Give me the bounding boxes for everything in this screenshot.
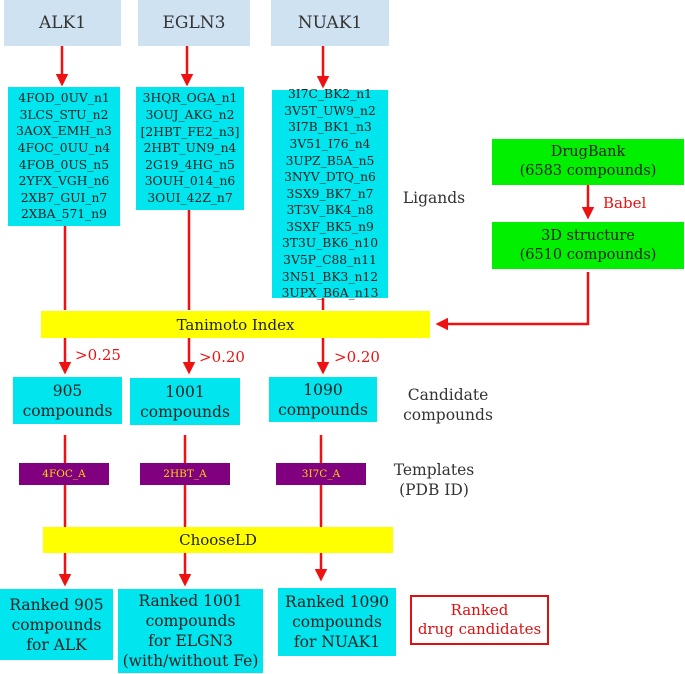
candidate-box-nuak1: 1090 compounds — [269, 377, 377, 422]
ligand-item: 3UPZ_B5A_n5 — [285, 153, 375, 168]
ranked-box-egln3: Ranked 1001 compounds for ELGN3 (with/wi… — [118, 589, 263, 673]
ligand-item: 3T3V_BK4_n8 — [286, 203, 374, 218]
candidate-count: 1090 — [303, 380, 343, 399]
ranked-line: Ranked 905 — [9, 595, 104, 614]
drugbank-count: (6583 compounds) — [519, 163, 657, 179]
ligand-item: 3SXF_BK5_n9 — [286, 219, 374, 234]
ligand-item: 3OUH_014_n6 — [144, 174, 236, 189]
ligand-item: 3OUJ_AKG_n2 — [145, 108, 235, 123]
templates-label-line: (PDB ID) — [399, 481, 469, 499]
ranked-line: compounds — [292, 613, 382, 631]
structure-3d-title: 3D structure — [541, 227, 635, 244]
candidate-unit: compounds — [278, 400, 368, 419]
ranked-line: for ELGN3 — [148, 632, 233, 650]
ligand-item: 3UPX_B6A_n13 — [281, 286, 379, 301]
ligand-item: 2HBT_UN9_n4 — [143, 141, 237, 156]
ligand-item: 2G19_4HG_n5 — [145, 157, 235, 172]
tanimoto-index-bar: Tanimoto Index — [41, 311, 430, 338]
template-alk1: 4FOC_A — [19, 463, 109, 485]
candidate-label-line: Candidate — [407, 386, 489, 404]
legend-line: drug candidates — [417, 620, 542, 638]
ranked-line: (with/without Fe) — [122, 652, 259, 670]
ranked-line: compounds — [11, 615, 102, 634]
structure-3d-count: (6510 compounds) — [519, 246, 657, 263]
target-header-egln3: EGLN3 — [138, 0, 250, 46]
ligand-item: 2XBA_571_n9 — [20, 207, 107, 222]
ligand-item: 3HQR_OGA_n1 — [142, 91, 238, 106]
ligand-item: 3V5T_UW9_n2 — [284, 103, 376, 118]
ligand-item: 3SX9_BK7_n7 — [286, 186, 374, 201]
ranked-line: compounds — [145, 612, 236, 630]
ligand-item: 3LCS_STU_n2 — [19, 107, 109, 122]
ligand-item: 3OUI_42Z_n7 — [147, 190, 233, 205]
threshold-nuak1: >0.20 — [334, 348, 380, 366]
ligand-item: 2XB7_GUI_n7 — [20, 190, 108, 205]
ranked-line: for ALK — [26, 635, 87, 654]
chooseld-bar: ChooseLD — [43, 527, 393, 553]
ligand-item: 3I7B_BK1_n3 — [288, 120, 372, 135]
ranked-drug-candidates-legend: Ranked drug candidates — [410, 595, 549, 645]
candidate-box-egln3: 1001 compounds — [130, 378, 240, 425]
templates-label: Templates (PDB ID) — [384, 460, 484, 500]
candidate-count: 1001 — [165, 382, 205, 401]
candidate-unit: compounds — [22, 401, 113, 420]
ligand-item: 4FOD_0UV_n1 — [18, 91, 110, 106]
ligand-item: 4FOC_0UU_n4 — [17, 140, 111, 155]
ligands-label: Ligands — [402, 189, 466, 207]
ligand-item: 4FOB_0US_n5 — [18, 157, 110, 172]
candidate-box-alk1: 905 compounds — [13, 377, 122, 424]
ligand-item: 3V5P_C88_n11 — [283, 253, 377, 268]
ligand-item: 2YFX_VGH_n6 — [18, 174, 110, 189]
ligand-list-nuak1: 3I7C_BK2_n1 3V5T_UW9_n2 3I7B_BK1_n3 3V51… — [272, 87, 388, 300]
legend-line: Ranked — [450, 601, 509, 619]
babel-label: Babel — [603, 194, 647, 212]
ligand-item: 3NYV_DTQ_n6 — [284, 170, 376, 185]
threshold-egln3: >0.20 — [199, 348, 245, 366]
ligand-item: 3V51_I76_n4 — [289, 136, 371, 151]
ligand-list-alk1: 4FOD_0UV_n1 3LCS_STU_n2 3AOX_EMH_n3 4FOC… — [8, 87, 120, 226]
structure-3d-box: 3D structure (6510 compounds) — [492, 222, 684, 269]
ranked-box-nuak1: Ranked 1090 compounds for NUAK1 — [278, 588, 396, 656]
candidate-unit: compounds — [140, 402, 230, 421]
ranked-box-alk1: Ranked 905 compounds for ALK — [0, 589, 113, 660]
ranked-line: Ranked 1090 — [284, 593, 390, 611]
ligand-item: 3I7C_BK2_n1 — [287, 87, 372, 102]
target-header-alk1: ALK1 — [4, 0, 121, 46]
ligand-item: 3N51_BK3_n12 — [281, 269, 379, 284]
ligand-item: [2HBT_FE2_n3] — [140, 124, 240, 139]
ranked-line: Ranked 1001 — [138, 592, 243, 610]
drugbank-title: DrugBank — [550, 144, 626, 160]
threshold-alk1: >0.25 — [75, 346, 121, 364]
drugbank-box: DrugBank (6583 compounds) — [492, 139, 684, 185]
target-header-nuak1: NUAK1 — [271, 0, 389, 46]
candidate-label-line: compounds — [403, 406, 493, 424]
templates-label-line: Templates — [393, 461, 475, 479]
arrow-3d-tanimoto — [435, 272, 590, 331]
ligand-list-egln3: 3HQR_OGA_n1 3OUJ_AKG_n2 [2HBT_FE2_n3] 2H… — [136, 87, 244, 210]
ranked-line: for NUAK1 — [293, 633, 381, 651]
template-nuak1: 3I7C_A — [276, 463, 366, 485]
candidate-compounds-label: Candidate compounds — [398, 385, 498, 425]
candidate-count: 905 — [52, 381, 83, 400]
ligand-item: 3T3U_BK6_n10 — [281, 236, 379, 251]
template-egln3: 2HBT_A — [140, 463, 230, 485]
ligand-item: 3AOX_EMH_n3 — [16, 124, 112, 139]
